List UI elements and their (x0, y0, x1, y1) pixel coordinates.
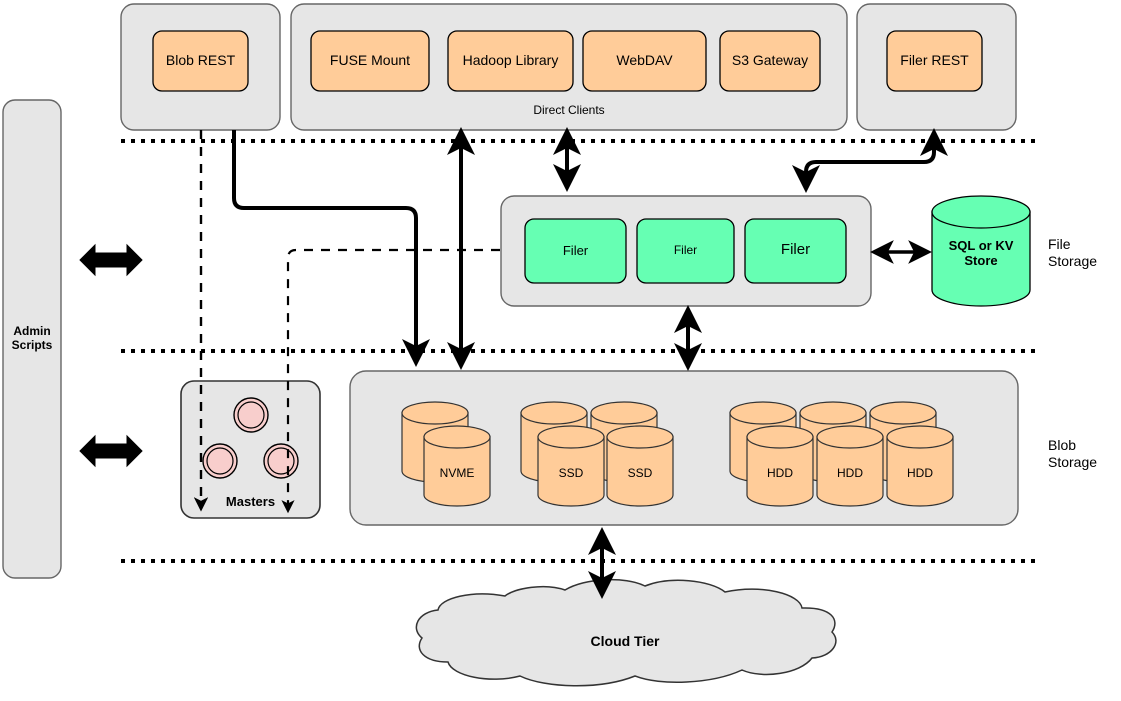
master-node-3[interactable] (263, 443, 299, 479)
filer-label-1: Filer (562, 243, 589, 258)
ssd-group[interactable] (520, 401, 674, 507)
connector-filerrest-to-filergroup (792, 128, 948, 193)
hdd-label-3: HDD (907, 466, 933, 480)
client-label-s3-gateway: S3 Gateway (731, 52, 809, 68)
ssd-label-1: SSD (558, 466, 584, 480)
client-box-webdav[interactable] (582, 30, 707, 92)
master-node-2[interactable] (202, 443, 238, 479)
cloud-tier-label: Cloud Tier (590, 633, 660, 649)
client-label-fuse-mount: FUSE Mount (329, 52, 411, 68)
filer-label-2: Filer (673, 243, 698, 257)
client-box-hadoop-library[interactable] (447, 30, 574, 92)
admin-arrow-blob-storage (79, 434, 143, 468)
filer-box-3[interactable] (744, 218, 847, 284)
admin-arrow-file-storage (79, 243, 143, 277)
client-box-fuse-mount[interactable] (310, 30, 430, 92)
masters-box[interactable] (180, 380, 321, 519)
client-box-blob-rest[interactable] (152, 30, 249, 92)
admin-scripts-box[interactable] (2, 99, 62, 579)
client-label-blob-rest: Blob REST (165, 52, 236, 68)
hdd-label-2: HDD (837, 466, 863, 480)
direct-clients-caption: Direct Clients (533, 103, 605, 117)
hdd-group[interactable] (729, 401, 954, 507)
file-storage-tier-label: File Storage (1048, 236, 1098, 269)
blob-storage-tier-label: Blob Storage (1048, 437, 1098, 470)
client-box-s3-gateway[interactable] (719, 30, 821, 92)
ssd-label-2: SSD (627, 466, 653, 480)
admin-scripts-label: Admin Scripts (11, 324, 53, 353)
connector-blobrest-to-volumes (232, 130, 430, 367)
master-node-1[interactable] (233, 397, 269, 433)
metadata-store-cylinder[interactable] (931, 195, 1031, 307)
tier-separators (121, 139, 1038, 563)
client-label-filer-rest: Filer REST (900, 52, 969, 68)
filer-label-3: Filer (780, 241, 811, 258)
client-label-webdav: WebDAV (616, 52, 673, 68)
cloud-tier-shape[interactable] (415, 578, 837, 687)
filer-box-1[interactable] (524, 218, 627, 284)
connector-filer-to-masters (281, 248, 500, 514)
nvme-group[interactable] (401, 401, 491, 507)
client-box-filer-rest[interactable] (886, 30, 983, 92)
hdd-label-1: HDD (767, 466, 793, 480)
nvme-label: NVME (439, 466, 475, 480)
metadata-store-label: SQL or KV Store (948, 238, 1014, 269)
client-label-hadoop-library: Hadoop Library (462, 52, 559, 68)
masters-label: Masters (225, 494, 276, 509)
filer-box-2[interactable] (636, 218, 735, 284)
